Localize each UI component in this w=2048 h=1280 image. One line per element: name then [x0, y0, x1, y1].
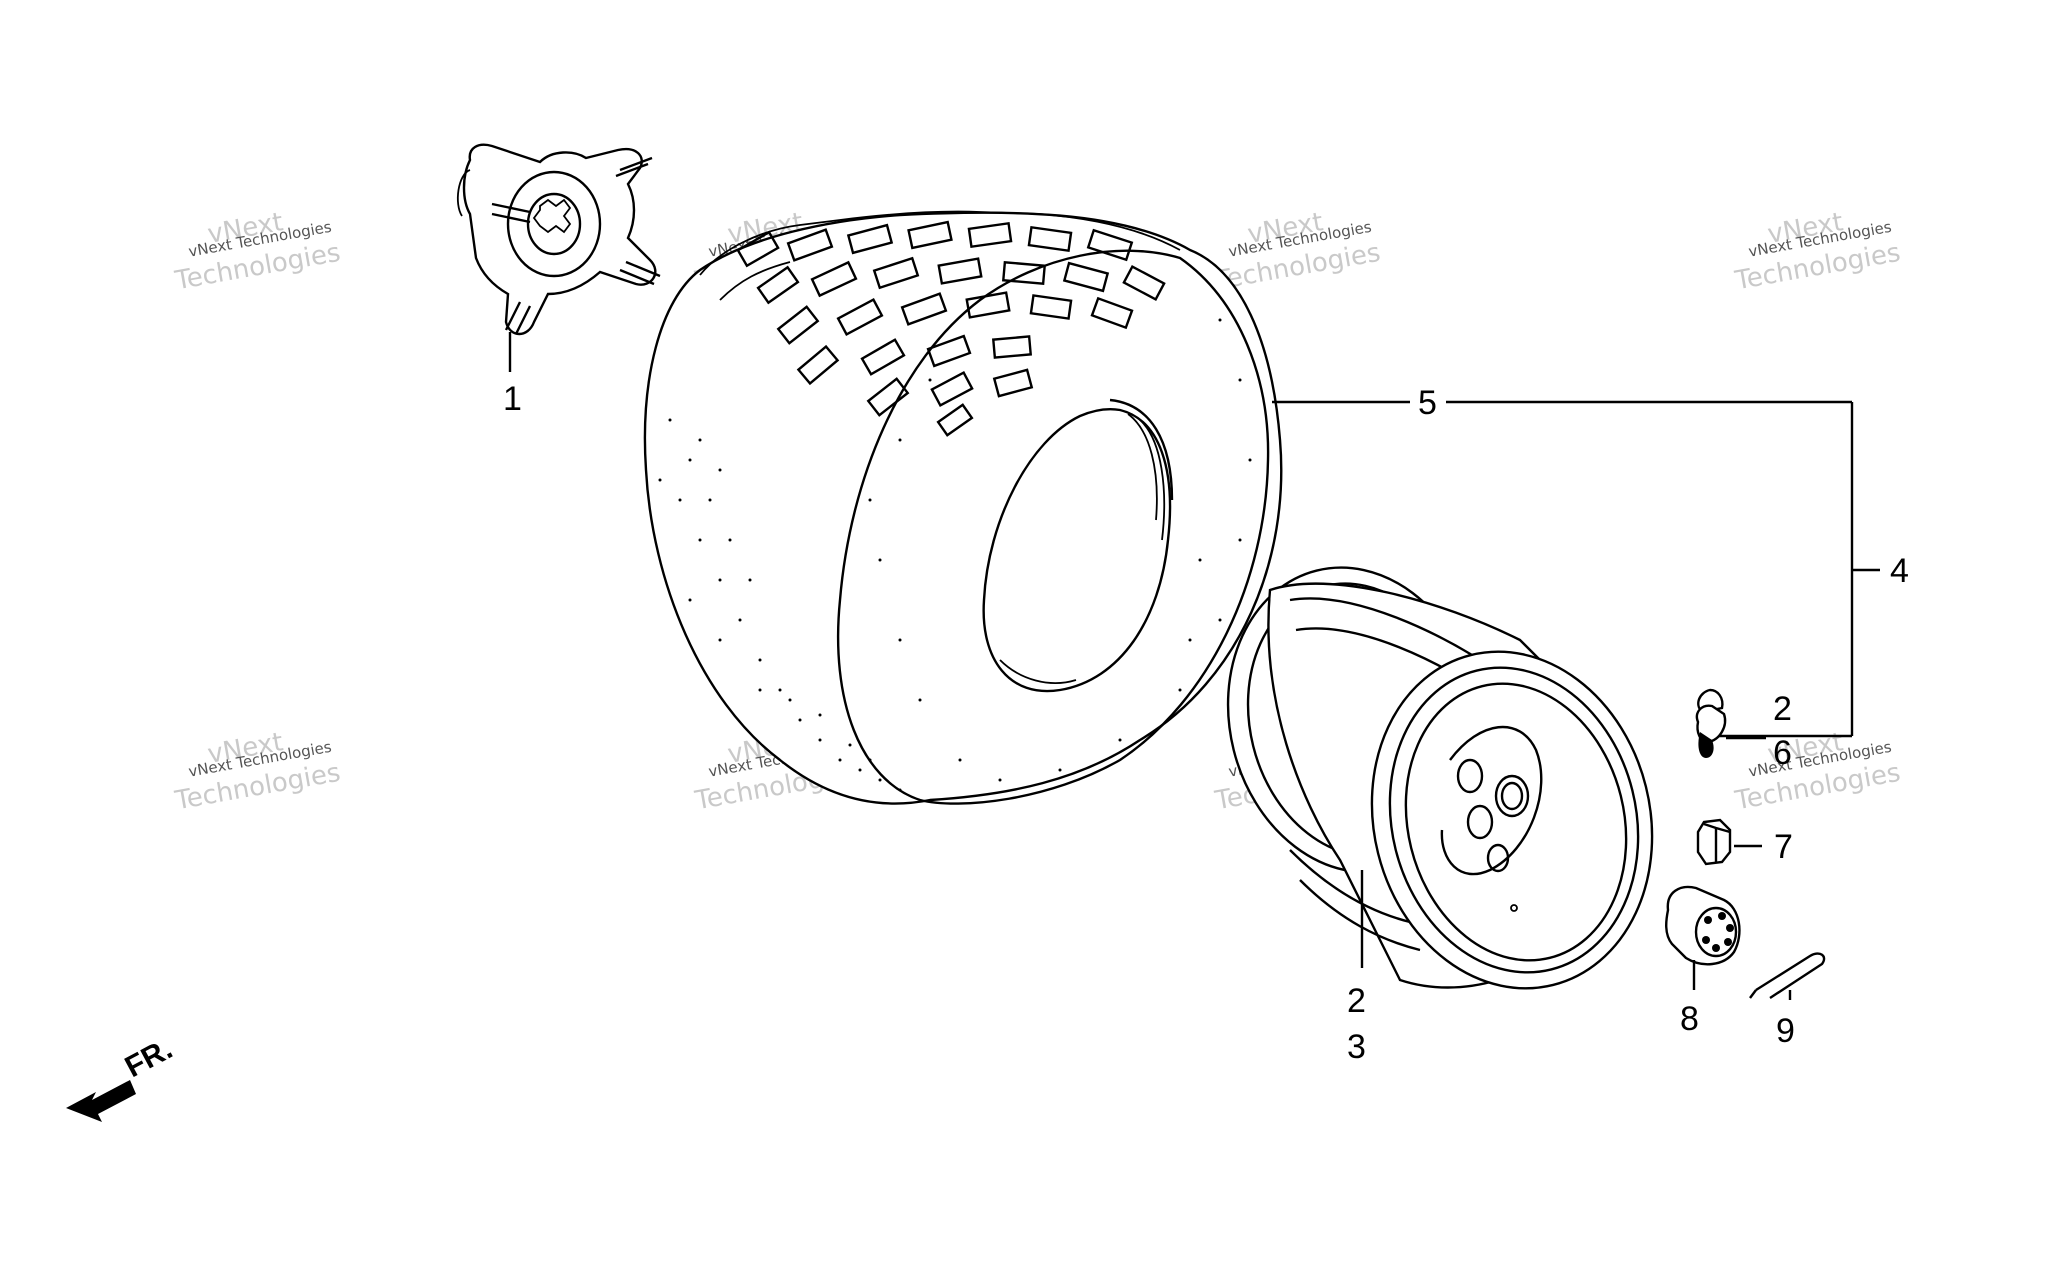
- callout-7: 7: [1774, 828, 1793, 866]
- valve-stem-icon: [1695, 688, 1766, 758]
- wheel-hub-icon: [456, 143, 661, 372]
- front-direction-arrow-icon: FR.: [66, 1032, 178, 1122]
- cotter-pin-icon: [1749, 952, 1826, 1000]
- wheel-rim-icon: [1226, 566, 1654, 990]
- front-direction-label: FR.: [120, 1032, 178, 1084]
- callout-6: 6: [1773, 734, 1792, 772]
- bracket-4: [1700, 402, 1880, 738]
- callout-1: 1: [503, 380, 522, 418]
- watermark: vNext vNext Technologies Technologies: [1732, 207, 1903, 296]
- callout-2b: 2: [1773, 690, 1792, 728]
- callout-8: 8: [1680, 1000, 1699, 1038]
- wheel-nut-icon: [1696, 818, 1762, 866]
- watermark: vNext vNext Technologies Technologies: [172, 207, 343, 296]
- tire-shading: [658, 318, 1252, 792]
- callout-9: 9: [1776, 1012, 1795, 1050]
- tread-pattern: [699, 210, 1181, 437]
- tire-icon: [643, 210, 1283, 805]
- callout-2a: 2: [1347, 982, 1366, 1020]
- callout-3: 3: [1347, 1028, 1366, 1066]
- watermark: vNext vNext Technologies Technologies: [1212, 207, 1383, 296]
- callout-4: 4: [1890, 552, 1909, 590]
- callout-5: 5: [1418, 384, 1437, 422]
- watermark: vNext vNext Technologies Technologies: [1732, 727, 1903, 816]
- watermark: vNext vNext Technologies Technologies: [172, 727, 343, 816]
- castle-nut-icon: [1665, 885, 1741, 990]
